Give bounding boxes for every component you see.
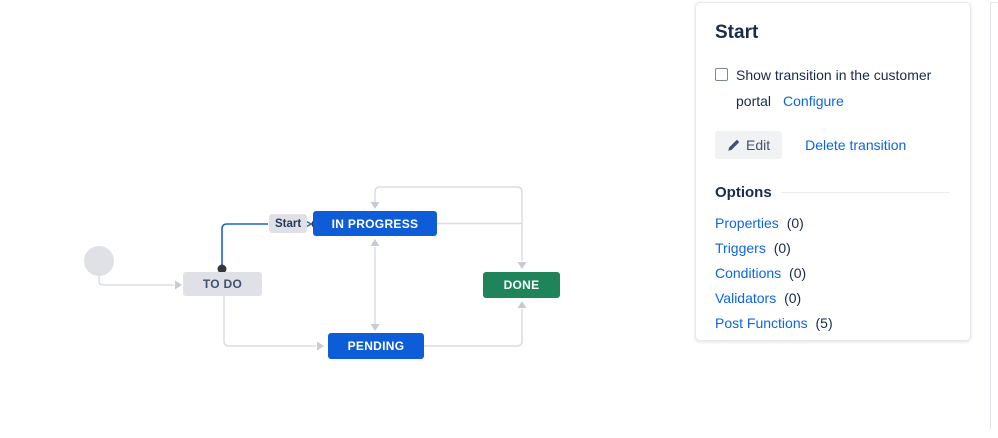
edit-button[interactable]: Edit	[715, 131, 783, 159]
status-label: IN PROGRESS	[331, 216, 419, 231]
triggers-count: (0)	[773, 240, 791, 256]
validators-count: (0)	[784, 290, 802, 306]
transition-detail-panel: Start Show transition in the customer po…	[695, 2, 971, 341]
edit-button-label: Edit	[746, 137, 771, 153]
transition-label-text: Start	[275, 217, 302, 230]
conditions-count: (0)	[789, 265, 807, 281]
options-list: Properties (0) Triggers (0) Conditions (…	[715, 215, 950, 331]
show-transition-checkbox[interactable]	[715, 68, 728, 81]
arrowhead-into-done-top	[517, 262, 527, 269]
status-label: PENDING	[347, 339, 405, 353]
post-functions-count: (5)	[815, 315, 833, 331]
properties-count: (0)	[786, 215, 804, 231]
status-node-todo[interactable]: TO DO	[183, 272, 262, 296]
arrowhead-into-done-bottom	[517, 301, 527, 308]
triggers-link[interactable]: Triggers	[715, 240, 766, 256]
status-label: TO DO	[202, 277, 243, 291]
option-item-triggers: Triggers (0)	[715, 240, 950, 256]
adjacent-panel-edge	[990, 2, 998, 429]
arrowhead-into-inprogress-bottom	[370, 239, 380, 246]
transition-line-create[interactable]	[98, 274, 174, 286]
arrowhead-into-pending-top	[370, 324, 380, 331]
options-section-header: Options	[715, 184, 950, 201]
initial-status-circle[interactable]	[84, 246, 114, 276]
option-item-properties: Properties (0)	[715, 215, 950, 231]
transition-line-start-selected[interactable]	[221, 223, 268, 265]
options-divider	[780, 192, 950, 193]
transition-line-done-to-inprogress[interactable]	[374, 186, 523, 261]
option-item-conditions: Conditions (0)	[715, 265, 950, 281]
post-functions-link[interactable]: Post Functions	[715, 315, 808, 331]
delete-transition-link[interactable]: Delete transition	[805, 137, 907, 153]
transition-label-start[interactable]: Start	[269, 214, 308, 233]
workflow-diagram	[98, 186, 527, 351]
properties-link[interactable]: Properties	[715, 215, 779, 231]
configure-link[interactable]: Configure	[783, 93, 844, 109]
option-item-post-functions: Post Functions (5)	[715, 315, 950, 331]
status-label: DONE	[503, 278, 540, 292]
options-heading: Options	[715, 184, 772, 201]
arrowhead-into-pending-left	[317, 341, 324, 351]
status-node-in-progress[interactable]: IN PROGRESS	[313, 211, 437, 236]
transition-line-pending-to-done[interactable]	[424, 309, 523, 347]
status-node-pending[interactable]: PENDING	[328, 333, 424, 359]
option-item-validators: Validators (0)	[715, 290, 950, 306]
transition-endpoint-dot-source[interactable]	[217, 264, 227, 274]
pencil-icon	[728, 139, 739, 151]
transition-actions: Edit Delete transition	[715, 131, 950, 159]
status-node-done[interactable]: DONE	[483, 272, 560, 298]
transition-line-todo-to-pending[interactable]	[223, 296, 316, 347]
arrowhead-into-todo	[175, 280, 182, 290]
panel-title: Start	[715, 22, 759, 43]
validators-link[interactable]: Validators	[715, 290, 777, 306]
show-transition-label-text: Show transition in the customer portal	[736, 67, 932, 109]
arrowhead-into-inprogress-top	[370, 202, 380, 209]
conditions-link[interactable]: Conditions	[715, 265, 782, 281]
